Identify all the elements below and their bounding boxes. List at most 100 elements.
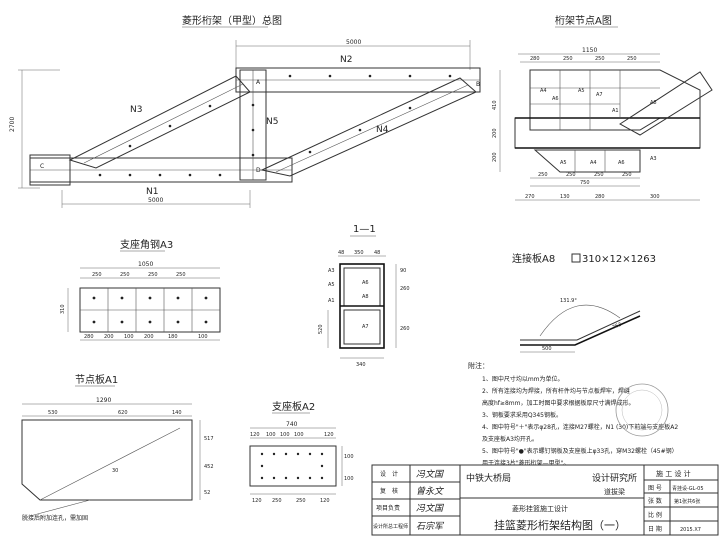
base-plate-dim-b2: 250 xyxy=(272,498,282,504)
tb-role-lead: 项目负责 xyxy=(376,504,400,512)
angle-dim-s1: 310 xyxy=(60,304,66,314)
tb-sign-chief: 石宗军 xyxy=(416,521,445,532)
angle-dim-b1: 280 xyxy=(84,334,94,340)
note-line-1: 1、图中尺寸均以mm为单位。 xyxy=(482,375,564,383)
node-plate-dim-1: 530 xyxy=(48,410,58,416)
tb-role-review: 复 核 xyxy=(380,487,398,495)
base-plate-dim-s2: 100 xyxy=(344,476,354,482)
plate-a8-title: 连接板A8 xyxy=(512,252,555,265)
plate-a8-dim-long: 763 xyxy=(611,322,622,331)
base-plate-dim-t3: 100 xyxy=(280,432,290,438)
node-a-dim-l2: 130 xyxy=(560,194,570,200)
angle-dim-t4: 250 xyxy=(176,272,186,278)
tb-sign-review: 曾永文 xyxy=(416,486,445,497)
node-plate-dim-total: 1290 xyxy=(96,397,111,404)
notes-block: 附注： 1、图中尺寸均以mm为单位。 2、所有连接均为焊接，所有杆件均与节点板焊… xyxy=(468,361,678,467)
node-a-view: 桁架节点A图 1150 280 250 250 250 A4 A6 A5 A7 … xyxy=(492,14,713,201)
note-line-8: 用于连接3片"菱形桁架—甲型"。 xyxy=(482,459,569,467)
tb-label-date: 日 期 xyxy=(648,525,662,533)
truss-bolt-holes xyxy=(98,74,452,177)
member-label-n1: N1 xyxy=(146,187,158,197)
note-line-7: 5、图中符号"●"表示螺钉钢板及支座板上φ33孔，穿M32螺栓（45#钢） xyxy=(482,447,678,455)
section-part-a3: A3 xyxy=(328,268,335,274)
tb-label-scale: 比 例 xyxy=(648,511,662,519)
truss-dim-bottom: 5000 xyxy=(148,197,163,204)
angle-dim-t1: 250 xyxy=(92,272,102,278)
node-label-b: B xyxy=(476,81,480,88)
node-a-dim-b2: 250 xyxy=(566,172,576,178)
tb-label-sheets: 张 数 xyxy=(648,497,662,505)
angle-dim-t2: 250 xyxy=(120,272,130,278)
support-angle-a3-view: 支座角钢A3 1050 250 250 250 250 280 200 100 … xyxy=(60,238,221,341)
node-a-dim-4: 250 xyxy=(627,56,637,62)
note-line-6: 及支座板A3均开孔。 xyxy=(482,435,538,443)
node-a-part-a5b: A5 xyxy=(560,160,567,166)
node-a-dim-s2: 200 xyxy=(492,128,498,138)
tb-org-left: 中铁大桥局 xyxy=(466,472,511,484)
node-a-title: 桁架节点A图 xyxy=(555,14,612,27)
section-part-a7: A7 xyxy=(362,324,369,330)
node-a-part-a1: A1 xyxy=(612,108,619,114)
truss-general-view: 菱形桁架（甲型）总图 5000 2700 xyxy=(9,14,481,208)
node-a-part-a3: A3 xyxy=(650,156,657,162)
tb-value-sheets: 第1张共6张 xyxy=(674,498,700,505)
section-dim-t2: 350 xyxy=(354,250,364,256)
tb-role-chief: 设计所总工程师 xyxy=(373,523,408,530)
node-a-dim-s3: 200 xyxy=(492,152,498,162)
member-label-n2: N2 xyxy=(340,55,352,65)
node-a-part-a4b: A4 xyxy=(590,160,597,166)
base-plate-bolt-holes xyxy=(260,452,324,480)
member-label-n4: N4 xyxy=(376,125,389,135)
tb-right-header: 施 工 设 计 xyxy=(656,469,691,478)
section-1-1-view: 1—1 48 350 48 A3 A5 A6 A8 A1 A7 340 90 2… xyxy=(318,224,410,368)
base-plate-dim-t4: 100 xyxy=(294,432,304,438)
base-plate-a2-view: 支座板A2 740 120 100 100 100 120 100 100 12… xyxy=(249,400,354,504)
base-plate-dim-t1: 120 xyxy=(250,432,260,438)
base-plate-title: 支座板A2 xyxy=(272,400,315,413)
node-plate-dim-s2: 452 xyxy=(204,464,214,470)
node-a-part-a5: A5 xyxy=(578,88,585,94)
node-a-part-a6: A6 xyxy=(552,96,559,102)
angle-dim-b2: 200 xyxy=(104,334,114,340)
node-a-dim-b-total: 750 xyxy=(580,180,590,186)
node-plate-angle: 30 xyxy=(112,468,118,474)
node-label-a: A xyxy=(256,79,261,86)
tb-project: 菱形挂篮施工设计 xyxy=(512,504,568,513)
seal-stamp xyxy=(615,383,669,437)
plate-a8-dim-short: 500 xyxy=(542,346,552,352)
tb-value-date: 2015.X7 xyxy=(680,527,701,533)
node-plate-dim-3: 140 xyxy=(172,410,182,416)
angle-dim-b5: 180 xyxy=(168,334,178,340)
tb-drawing-title: 挂篮菱形桁架结构图（一） xyxy=(494,518,626,532)
note-line-5: 4、图中符号"＋"表示φ28孔，连接M27螺栓，N1 (30)下前端与支座板A2 xyxy=(482,423,678,431)
base-plate-dim-b3: 250 xyxy=(296,498,306,504)
node-a-dim-2: 250 xyxy=(563,56,573,62)
section-dim-t1: 48 xyxy=(338,250,344,256)
plate-a8-spec: 310×12×1263 xyxy=(582,254,656,265)
node-a-dim-1: 280 xyxy=(530,56,540,62)
angle-dim-t3: 250 xyxy=(148,272,158,278)
note-line-3: 高度hf≥8mm，加工时图中要求根据板厚尺寸满焊成形。 xyxy=(482,399,634,407)
node-a-dim-3: 250 xyxy=(595,56,605,62)
section-title: 1—1 xyxy=(353,224,376,235)
node-a-dim-b3: 250 xyxy=(594,172,604,178)
section-dim-r3: 260 xyxy=(400,326,410,332)
node-plate-note: 脱接后附加连孔，需加固 xyxy=(22,514,88,522)
base-plate-dim-b1: 120 xyxy=(252,498,262,504)
note-line-4: 3、钢板要求采用Q345钢板。 xyxy=(482,411,562,419)
section-dim-t3: 48 xyxy=(374,250,380,256)
note-line-2: 2、所有连接均为焊接，所有杆件均与节点板焊牢，焊缝 xyxy=(482,387,630,395)
section-part-a1: A1 xyxy=(328,298,335,304)
node-plate-dim-s3: 52 xyxy=(204,490,210,496)
section-dim-r2: 260 xyxy=(400,286,410,292)
angle-dim-b3: 100 xyxy=(124,334,134,340)
tb-sign-design: 冯文国 xyxy=(416,469,445,480)
node-a-dim-l3: 280 xyxy=(595,194,605,200)
notes-title: 附注： xyxy=(468,361,489,370)
node-a-part-a8: A8 xyxy=(650,100,657,106)
node-a-dim-b4: 250 xyxy=(622,172,632,178)
node-label-c: C xyxy=(40,163,44,170)
tb-org-right: 设计研究所 xyxy=(592,472,637,484)
node-a-dim-s1: 410 xyxy=(492,100,498,110)
angle-title: 支座角钢A3 xyxy=(120,238,173,251)
